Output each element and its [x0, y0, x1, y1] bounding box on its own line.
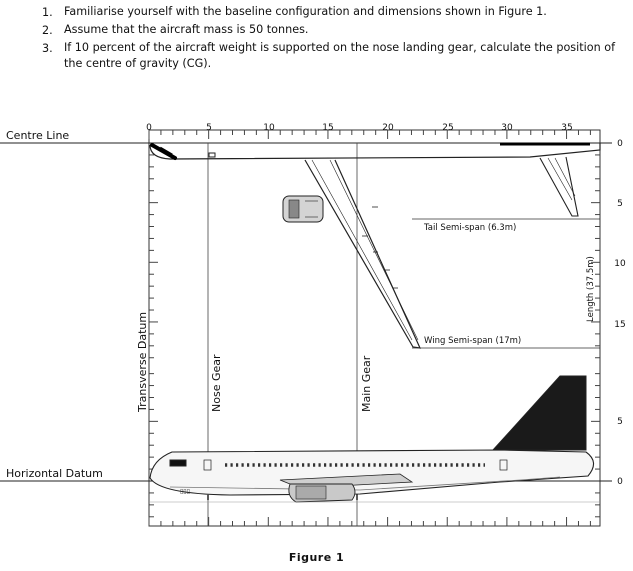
question-text: Familiarise yourself with the baseline c… — [64, 5, 547, 18]
wing-semi-span-label: Wing Semi-span (17m) — [424, 336, 521, 346]
figure-frame — [148, 129, 601, 527]
question-number: 2. — [42, 24, 53, 37]
question-text: If 10 percent of the aircraft weight is … — [64, 41, 616, 70]
top-scale-label: 35 — [561, 123, 572, 133]
question-number: 3. — [42, 42, 53, 55]
top-scale-label: 30 — [501, 123, 513, 133]
top-scale-label: 25 — [442, 123, 453, 133]
length-label: Length (37.5m) — [586, 256, 596, 322]
main-gear-label: Main Gear — [360, 355, 373, 412]
svg-text:▯▯▯: ▯▯▯ — [180, 488, 190, 495]
side-view-aircraft: ▯▯▯ — [149, 375, 595, 503]
nose-gear-label: Nose Gear — [210, 354, 223, 412]
right-scale-label: 5 — [617, 199, 623, 209]
tail-semi-span-label: Tail Semi-span (6.3m) — [423, 223, 516, 233]
horizontal-datum-label: Horizontal Datum — [6, 467, 103, 480]
question-text: Assume that the aircraft mass is 50 tonn… — [64, 23, 309, 36]
question-number: 1. — [42, 6, 53, 19]
right-scale-label: 0 — [617, 139, 623, 149]
top-scale-label: 10 — [263, 123, 275, 133]
question-item: 2. Assume that the aircraft mass is 50 t… — [26, 20, 626, 38]
top-scale: 0 5 10 15 20 25 30 35 — [146, 123, 573, 133]
right-scale-label: 5 — [617, 417, 623, 427]
question-item: 1. Familiarise yourself with the baselin… — [26, 2, 626, 20]
top-scale-label: 15 — [322, 123, 333, 133]
top-scale-label: 0 — [146, 123, 152, 133]
top-scale-label: 20 — [382, 123, 394, 133]
top-scale-label: 5 — [206, 123, 212, 133]
right-scale-label: 15 — [614, 320, 625, 330]
figure-caption: Figure 1 — [288, 551, 345, 564]
centre-line-label: Centre Line — [6, 129, 69, 142]
question-list: 1. Familiarise yourself with the baselin… — [26, 2, 626, 72]
question-item: 3. If 10 percent of the aircraft weight … — [26, 38, 626, 72]
transverse-datum-label: Transverse Datum — [136, 312, 149, 413]
right-scale: 0 5 10 15 5 0 — [614, 139, 626, 487]
right-scale-label: 10 — [614, 259, 626, 269]
right-scale-label: 0 — [617, 477, 623, 487]
plan-view-aircraft — [149, 142, 601, 349]
